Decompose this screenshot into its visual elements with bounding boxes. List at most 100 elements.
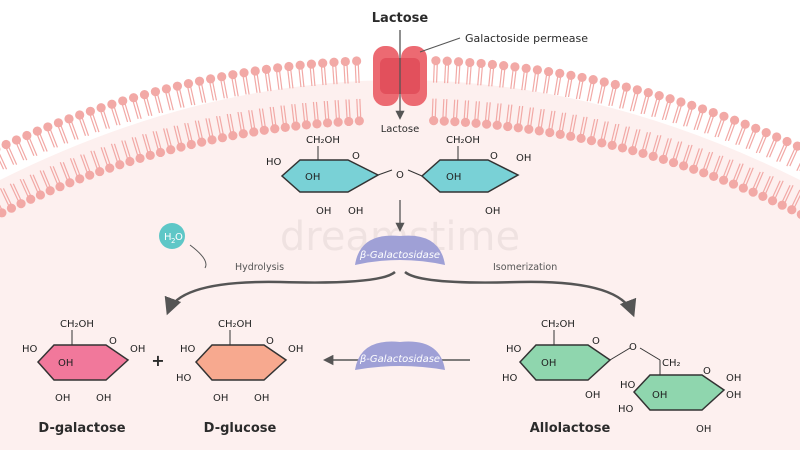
- ho-label: HO: [618, 404, 634, 415]
- enzyme-label-top: β-Galactosidase: [359, 250, 440, 261]
- lipid-head: [128, 93, 139, 103]
- lipid-head: [295, 60, 305, 70]
- lipid-head: [610, 79, 620, 90]
- lipid-head: [217, 72, 227, 82]
- lipid-head: [65, 178, 75, 188]
- lipid-head: [6, 203, 17, 213]
- lipid-head: [586, 136, 597, 146]
- lipid-head: [654, 91, 664, 101]
- lipid-head: [85, 170, 95, 180]
- lipid-head: [607, 140, 617, 150]
- lipid-head: [487, 59, 498, 70]
- ho-label: HO: [266, 157, 282, 168]
- ch2oh-label: CH₂OH: [306, 135, 340, 146]
- lipid-head: [719, 175, 729, 185]
- lipid-head: [740, 119, 750, 129]
- lipid-head: [176, 142, 186, 152]
- allolactose-molecule: CH₂OH O O CH₂ O HO HO OH OH HO HO OH OH …: [502, 319, 741, 435]
- lipid-head: [11, 135, 22, 145]
- isomerization-arrow: [404, 270, 637, 318]
- lipid-head: [782, 136, 792, 147]
- lipid-head: [250, 66, 260, 76]
- galactoside-permease: [373, 30, 427, 120]
- beta-galactosidase-top: β-Galactosidase: [355, 235, 445, 265]
- lipid-head: [597, 138, 607, 148]
- lipid-head: [291, 121, 301, 131]
- lipid-head: [632, 85, 642, 95]
- lipid-head: [261, 64, 272, 74]
- lipid-head: [344, 116, 354, 127]
- ring-oxygen-label: O: [266, 336, 274, 347]
- lipid-head: [442, 56, 452, 66]
- lipid-head: [429, 116, 439, 126]
- lipid-head: [545, 127, 555, 138]
- allolactose-label: Allolactose: [530, 421, 611, 436]
- lipid-head: [155, 147, 166, 158]
- water-h: H: [164, 232, 172, 243]
- oh-label: OH: [541, 358, 556, 369]
- lipid-head: [75, 110, 85, 120]
- glycosidic-oxygen-label: O: [629, 342, 637, 353]
- hydrolysis-label: Hydrolysis: [235, 262, 284, 273]
- lipid-head: [270, 124, 280, 134]
- lipid-head: [617, 143, 628, 153]
- lipid-head: [679, 161, 689, 171]
- lipid-head: [628, 146, 638, 156]
- lipid-head: [306, 59, 317, 69]
- lipid-head: [32, 126, 42, 136]
- oh-label: OH: [130, 344, 145, 355]
- lipid-head: [85, 106, 95, 116]
- lipid-head: [329, 57, 339, 67]
- lipid-head: [172, 81, 183, 91]
- lipid-head: [333, 117, 343, 127]
- beta-galactosidase-bottom: β-Galactosidase: [355, 341, 445, 370]
- lipid-head: [658, 154, 668, 165]
- lipid-head: [761, 127, 771, 138]
- lipid-head: [599, 77, 609, 87]
- water-o: O: [175, 232, 183, 243]
- lipid-head: [521, 63, 531, 73]
- oh-label: OH: [348, 206, 363, 217]
- lipid-head: [431, 56, 441, 66]
- oh-label: OH: [288, 344, 303, 355]
- d-galactose-molecule: CH₂OH O HO OH OH OH OH: [22, 319, 145, 404]
- lipid-head: [322, 118, 333, 128]
- lipid-head: [687, 100, 697, 111]
- hydrolysis-arrow: [164, 270, 396, 316]
- lipid-head: [228, 70, 238, 80]
- ho-label: HO: [506, 344, 522, 355]
- lipid-head: [75, 174, 85, 184]
- enzyme-label-bottom: β-Galactosidase: [359, 354, 440, 365]
- lipid-head: [566, 70, 576, 80]
- lipid-head: [280, 122, 290, 132]
- lipid-head: [64, 114, 74, 124]
- lipid-head: [503, 121, 513, 132]
- lipid-head: [239, 68, 249, 78]
- oh-label: OH: [58, 358, 73, 369]
- lipid-head: [249, 127, 259, 137]
- lipid-head: [465, 57, 475, 68]
- lipid-tail: [0, 153, 8, 170]
- lipid-head: [772, 132, 782, 142]
- lipid-head: [676, 97, 686, 107]
- glycosidic-oxygen-label: O: [396, 170, 404, 181]
- oh-label: OH: [305, 172, 320, 183]
- lipid-head: [135, 153, 145, 163]
- lipid-head: [476, 58, 486, 69]
- lipid-head: [439, 116, 449, 126]
- lipid-head: [708, 107, 718, 118]
- lipid-head: [751, 123, 761, 133]
- lipid-head: [728, 179, 739, 189]
- ho-label: HO: [502, 373, 518, 384]
- lipid-head: [312, 119, 322, 129]
- lipid-head: [588, 75, 598, 85]
- ch2oh-label: CH₂OH: [218, 319, 252, 330]
- lipid-head: [471, 118, 481, 128]
- lipid-head: [238, 129, 248, 139]
- lactose-molecule: CH₂OH CH₂OH O O O HO OH OH OH OH OH OH: [266, 135, 531, 217]
- oh-label: OH: [516, 153, 531, 164]
- lipid-head: [510, 62, 520, 72]
- lipid-head: [301, 120, 311, 130]
- lipid-head: [318, 58, 328, 68]
